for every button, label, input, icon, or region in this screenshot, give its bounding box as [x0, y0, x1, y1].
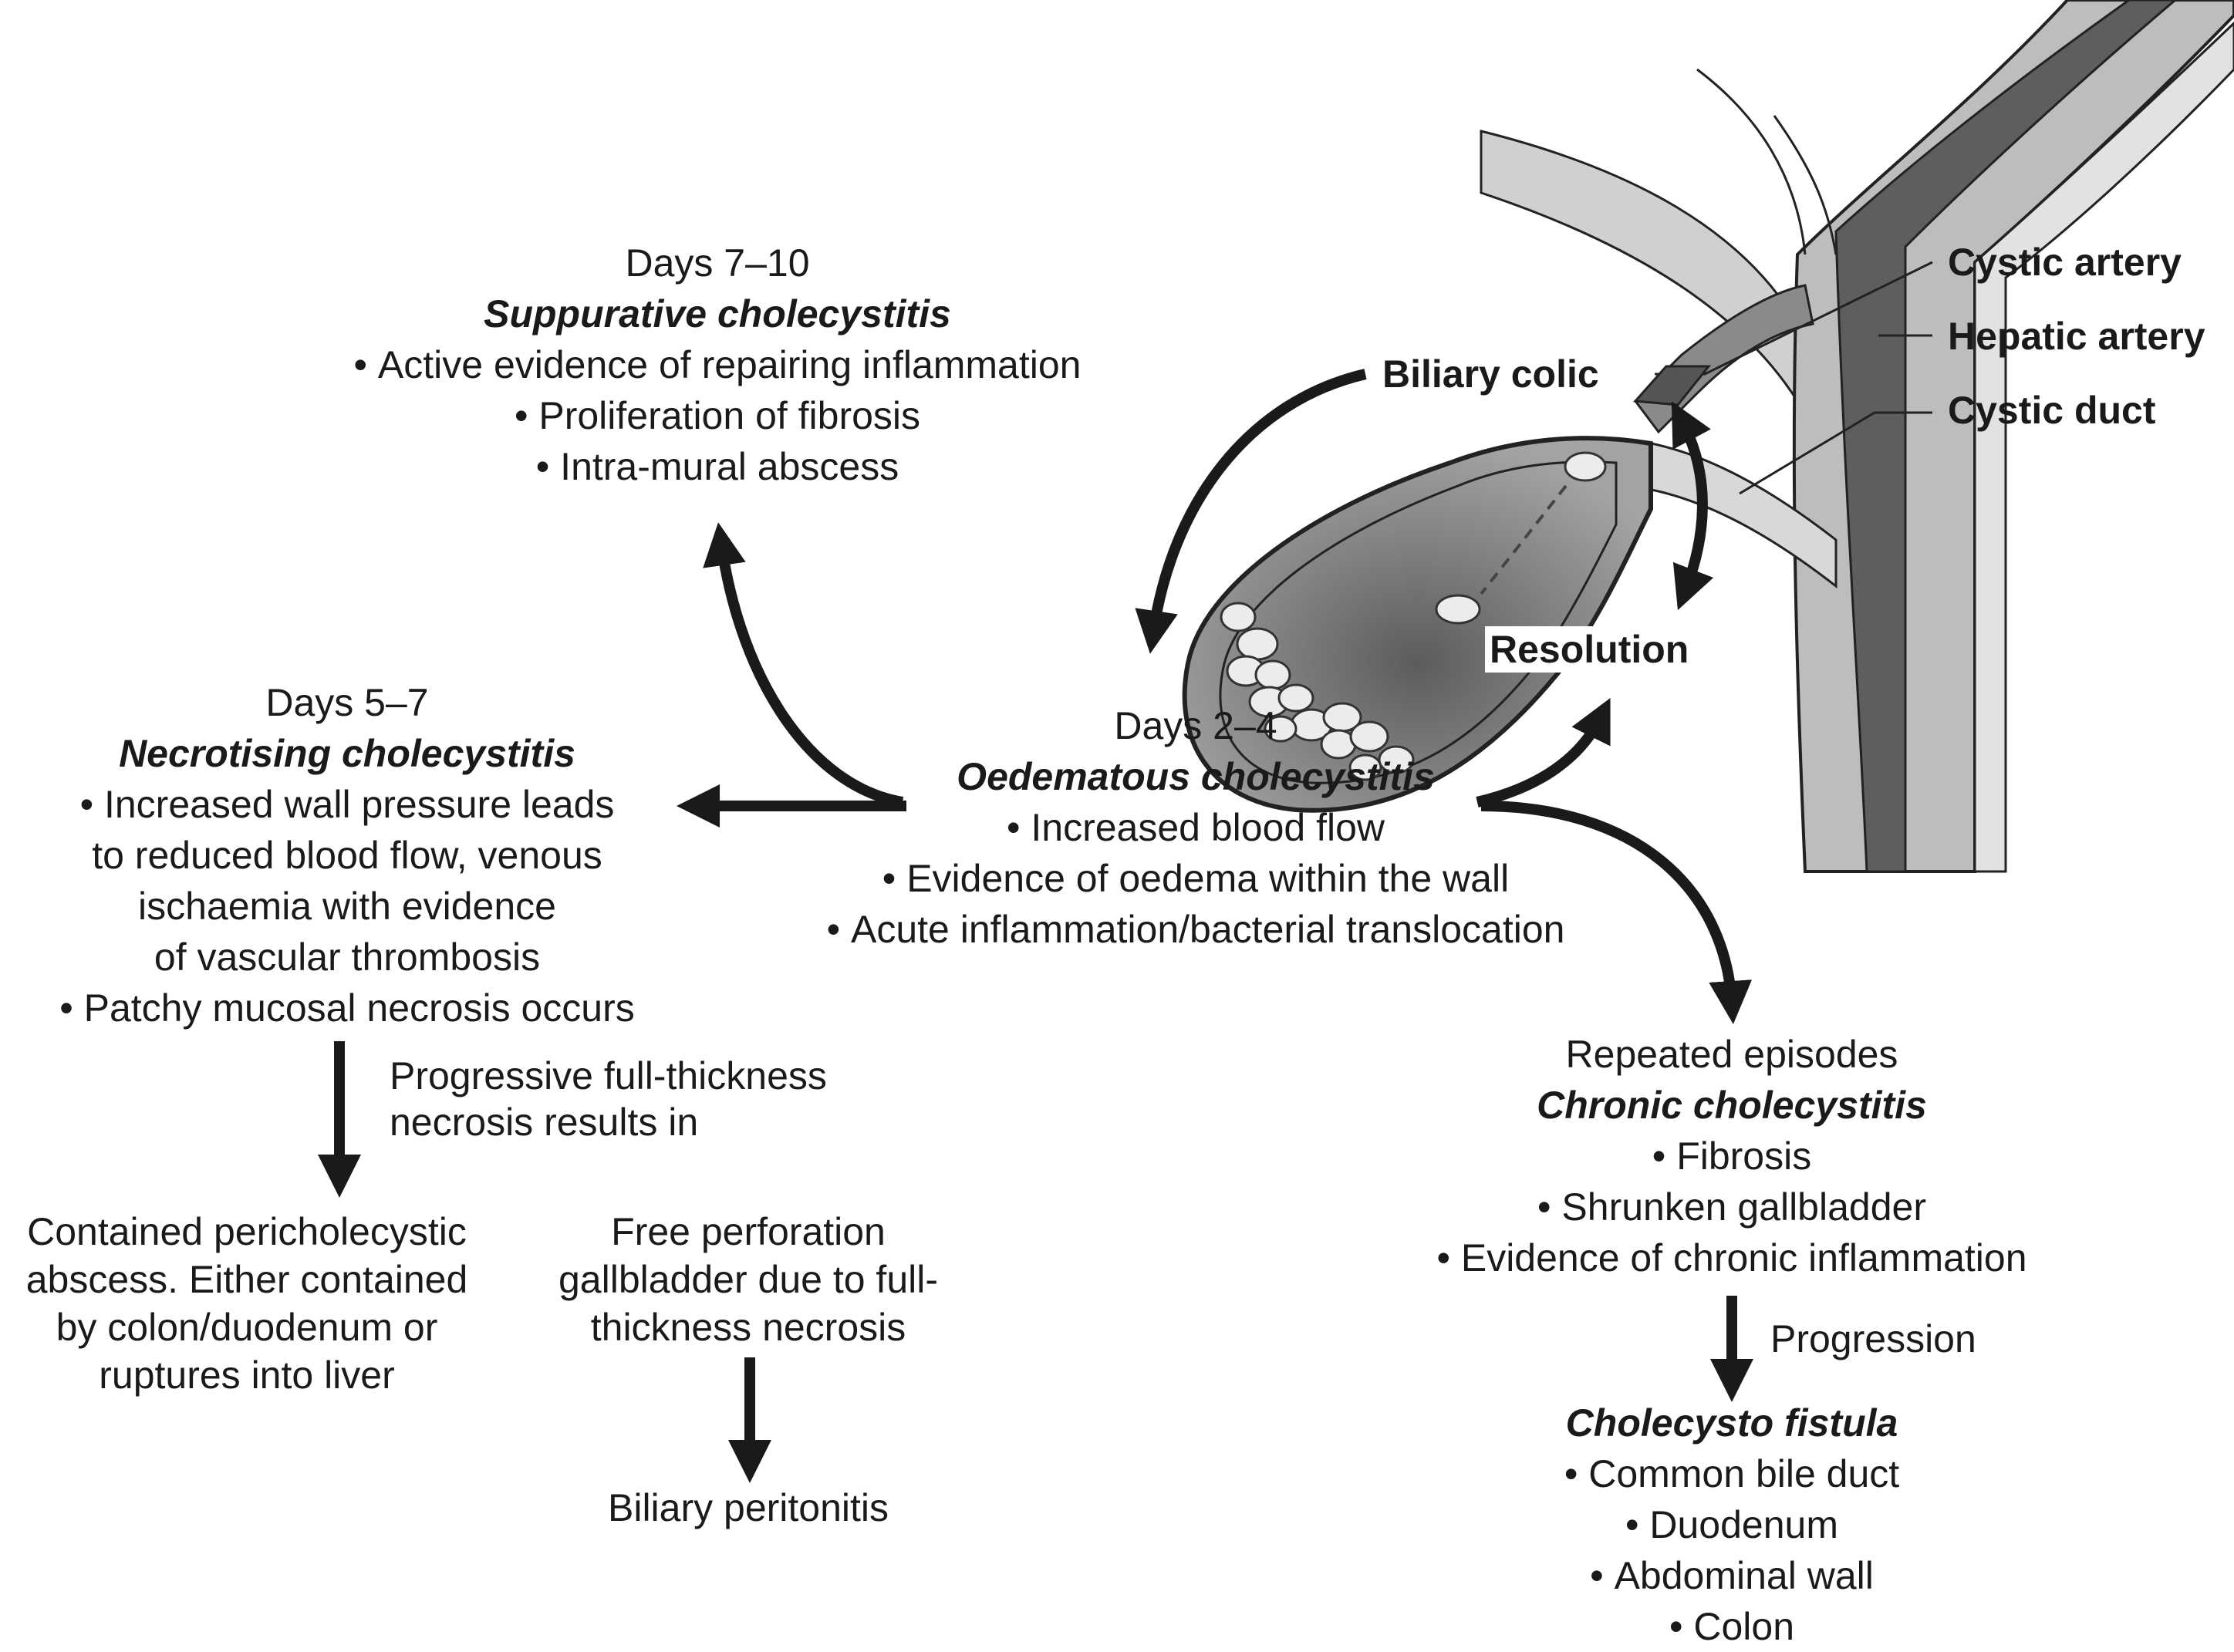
chronic-bullet: Shrunken gallbladder [1346, 1182, 2118, 1232]
contained-abscess-line: by colon/duodenum or [56, 1306, 438, 1349]
oedematous-stage: Days 2–4 Oedematous cholecystitis Increa… [752, 700, 1639, 955]
suppurative-bullet: Proliferation of fibrosis [255, 390, 1180, 441]
oedematous-bullet: Acute inflammation/bacterial translocati… [752, 904, 1639, 955]
suppurative-bullet: Active evidence of repairing inflammatio… [255, 339, 1180, 390]
progression-label: Progression [1770, 1317, 1976, 1360]
oedematous-title: Oedematous cholecystitis [957, 755, 1435, 798]
suppurative-title: Suppurative cholecystitis [484, 292, 951, 335]
chronic-stage: Repeated episodes Chronic cholecystitis … [1346, 1029, 2118, 1283]
necrotising-days: Days 5–7 [265, 681, 429, 724]
necrotising-bullet: Patchy mucosal necrosis occurs [0, 983, 694, 1033]
cystic-artery-label: Cystic artery [1948, 241, 2182, 284]
oedematous-bullet: Increased blood flow [752, 802, 1639, 853]
suppurative-days: Days 7–10 [625, 241, 810, 285]
fistula-bullet: Common bile duct [1423, 1448, 2040, 1499]
necrotising-line: of vascular thrombosis [154, 936, 541, 979]
necrotising-stage: Days 5–7 Necrotising cholecystitis Incre… [0, 677, 694, 1033]
necrotising-line: ischaemia with evidence [138, 885, 556, 928]
fistula-stage: Cholecysto fistula Common bile duct Duod… [1423, 1397, 2040, 1652]
contained-abscess-line: ruptures into liver [99, 1354, 395, 1397]
oedematous-days: Days 2–4 [1114, 704, 1277, 747]
free-perforation-line: Free perforation [611, 1210, 886, 1253]
gallbladder [1182, 436, 1653, 813]
contained-abscess-line: Contained pericholecystic [27, 1210, 467, 1253]
biliary-colic-label: Biliary colic [1382, 352, 1599, 396]
oedematous-bullet: Evidence of oedema within the wall [752, 853, 1639, 904]
vessel-bundle [1696, 0, 2234, 873]
resolution-label: Resolution [1485, 626, 1694, 673]
progressive-note-line: Progressive full-thickness [390, 1054, 827, 1097]
free-perforation-line: thickness necrosis [590, 1306, 906, 1349]
contained-abscess-outcome: Contained pericholecystic abscess. Eithe… [0, 1208, 494, 1399]
chronic-title: Chronic cholecystitis [1537, 1084, 1927, 1127]
progressive-necrosis-note: Progressive full-thickness necrosis resu… [390, 1053, 827, 1145]
fistula-bullet: Duodenum [1423, 1499, 2040, 1550]
hepatic-artery-label: Hepatic artery [1948, 315, 2205, 358]
free-perforation-line: gallbladder due to full- [558, 1258, 938, 1301]
chronic-days: Repeated episodes [1565, 1033, 1898, 1076]
necrotising-line: to reduced blood flow, venous [92, 834, 602, 877]
biliary-peritonitis-outcome: Biliary peritonitis [607, 1486, 889, 1529]
free-perforation-outcome: Free perforation gallbladder due to full… [517, 1208, 980, 1351]
chronic-bullet: Evidence of chronic inflammation [1346, 1232, 2118, 1283]
fistula-bullet: Abdominal wall [1423, 1550, 2040, 1601]
suppurative-bullet: Intra-mural abscess [255, 441, 1180, 492]
chronic-bullet: Fibrosis [1346, 1131, 2118, 1182]
fistula-bullet: Colon [1423, 1601, 2040, 1652]
necrotising-title: Necrotising cholecystitis [119, 732, 575, 775]
progressive-note-line: necrosis results in [390, 1101, 699, 1144]
necrotising-bullet: Increased wall pressure leads [0, 779, 694, 830]
cystic-duct-label: Cystic duct [1948, 389, 2156, 432]
suppurative-stage: Days 7–10 Suppurative cholecystitis Acti… [255, 238, 1180, 492]
contained-abscess-line: abscess. Either contained [25, 1258, 468, 1301]
fistula-title: Cholecysto fistula [1565, 1401, 1898, 1445]
